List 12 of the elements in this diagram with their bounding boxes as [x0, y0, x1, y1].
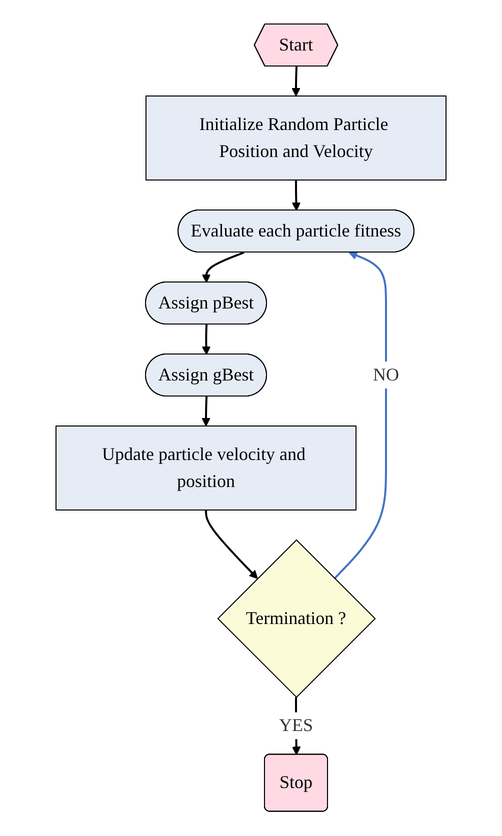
- arrow: [292, 180, 301, 212]
- arrow: [205, 510, 258, 580]
- node-diamond: Termination ?: [217, 540, 376, 698]
- node-box: Initialize Random Particle Position and Velocity: [146, 96, 446, 181]
- arrow: [334, 252, 387, 580]
- arrow: [202, 324, 211, 356]
- edge-label: YES: [278, 716, 314, 736]
- arrow: [202, 396, 210, 427]
- arrow: [202, 252, 244, 284]
- node-box: Update particle velocity and position: [56, 426, 356, 511]
- edge-label: NO: [373, 364, 399, 385]
- arrow: [292, 66, 300, 97]
